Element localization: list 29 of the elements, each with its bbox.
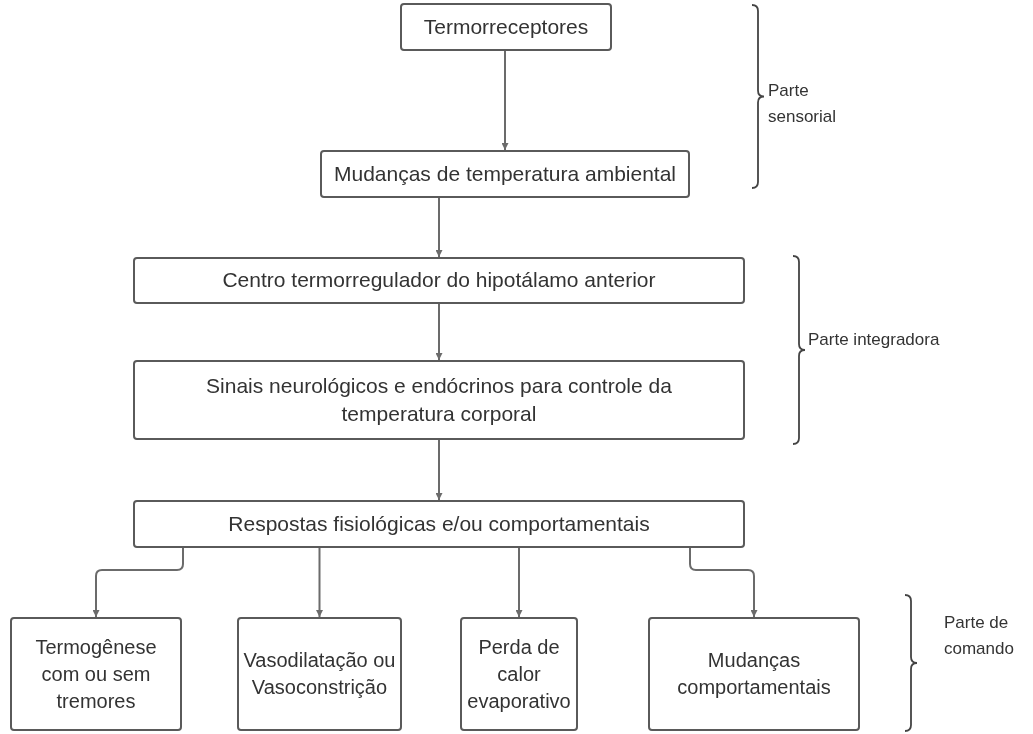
process-box — [237, 617, 402, 731]
box-text: Termorreceptores — [423, 13, 589, 40]
bracket-label: Parte de comando — [944, 612, 1015, 660]
arrow — [316, 547, 323, 618]
arrow — [435, 439, 443, 501]
arrow — [689, 547, 758, 618]
process-box — [10, 617, 182, 731]
box-text: Centro termorregulador do hipotálamo anterior — [222, 267, 656, 294]
arrow — [435, 197, 443, 258]
arrow — [435, 303, 443, 361]
arrow — [515, 547, 523, 618]
process-box — [320, 150, 690, 198]
process-box — [133, 500, 745, 548]
box-text: Vasodilatação ou Vasoconstrição — [243, 648, 396, 700]
process-box — [133, 360, 745, 440]
box-text: Mudanças de temperatura ambiental — [334, 160, 676, 187]
box-text: Respostas fisiológicas e/ou comportamentais — [228, 510, 650, 537]
process-box — [400, 3, 612, 51]
arrow — [92, 547, 184, 618]
process-box — [133, 257, 745, 304]
process-box — [460, 617, 578, 731]
bracket-label: Parte integradora — [808, 329, 941, 351]
arrow — [501, 50, 509, 151]
box-text: Mudanças comportamentais — [676, 648, 832, 700]
box-text: Sinais neurológicos e endócrinos para controle da temperatura corporal — [205, 372, 673, 427]
bracket-label: Parte sensorial — [768, 80, 838, 128]
box-text: Termogênese com ou sem tremores — [34, 634, 158, 714]
box-text: Perda de calor evaporativo — [466, 634, 572, 714]
process-box — [648, 617, 860, 731]
